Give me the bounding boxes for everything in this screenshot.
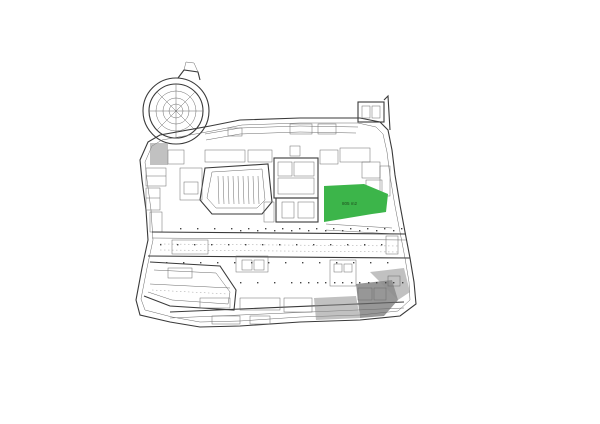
column [381,244,383,246]
column [334,282,336,284]
column [257,282,259,284]
seat-row [222,175,225,205]
column [336,262,338,264]
column [285,262,287,264]
column [194,244,196,246]
column [342,230,344,232]
column [300,282,302,284]
column [262,244,264,246]
column [257,230,259,232]
column [353,262,355,264]
column [393,282,395,284]
seat-row [237,175,240,205]
column [299,228,301,230]
rotunda [142,61,210,145]
highlighted-area-label: 805 m2 [342,201,358,206]
column [248,228,250,230]
column [376,230,378,232]
columns [160,228,404,284]
column [401,228,403,230]
highlighted-area [324,184,388,222]
column [274,230,276,232]
column [308,230,310,232]
seat-row [217,175,220,205]
upper-corridor [204,123,359,141]
column [302,262,304,264]
column [200,262,202,264]
column [279,244,281,246]
column [367,228,369,230]
auditorium [179,149,273,215]
column [291,282,293,284]
seat-row [242,175,245,205]
column [402,282,404,284]
column [282,228,284,230]
column [245,244,247,246]
column [211,244,213,246]
column [325,282,327,284]
column [384,228,386,230]
seat-row [252,175,255,205]
column [347,244,349,246]
column [265,228,267,230]
column [376,282,378,284]
column [197,228,199,230]
column [359,282,361,284]
column [313,244,315,246]
column [274,282,276,284]
column [291,230,293,232]
column [160,244,162,246]
column [364,244,366,246]
column [251,262,253,264]
column [228,244,230,246]
column [393,230,395,232]
column [333,228,335,230]
seat-row [247,175,250,205]
column [330,244,332,246]
north-east-block [357,94,391,131]
column [183,262,185,264]
column [177,244,179,246]
column [234,262,236,264]
column [180,228,182,230]
column [370,262,372,264]
column [317,282,319,284]
column [385,282,387,284]
column [231,228,233,230]
column [268,262,270,264]
west-wing [145,143,185,233]
column [217,262,219,264]
column [319,262,321,264]
column [325,230,327,232]
column [240,282,242,284]
column [296,244,298,246]
column [316,228,318,230]
south-west-wing [143,261,237,311]
seat-row [232,175,235,205]
seat-row [257,175,260,205]
south-east-zone [314,268,410,320]
column [359,230,361,232]
column [368,282,370,284]
column [342,282,344,284]
column [166,262,168,264]
column [351,282,353,284]
column [387,262,389,264]
column [240,230,242,232]
building-outline [135,117,417,328]
column [214,228,216,230]
central-core [263,145,371,223]
column [350,228,352,230]
column [308,282,310,284]
seat-row [227,175,230,205]
